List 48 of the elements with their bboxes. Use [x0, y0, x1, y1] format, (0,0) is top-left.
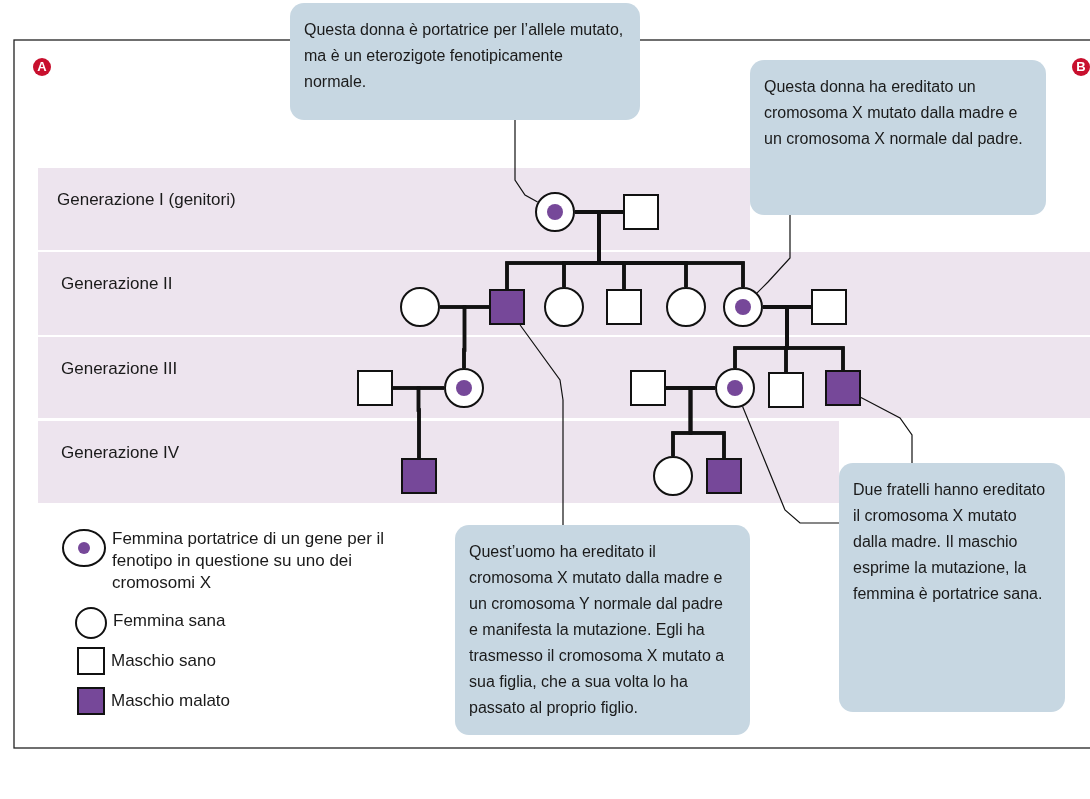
leader-line: [860, 396, 913, 464]
callout-box: [839, 463, 1065, 712]
dotted-circle-symbol: [723, 287, 763, 327]
square-symbol: [811, 289, 847, 325]
filled-square-symbol: [825, 370, 861, 406]
legend-text: Femmina portatrice di un gene per il fenotipo in questione su uno dei cromosomi X: [112, 528, 386, 594]
generation-band: [38, 252, 1090, 335]
circle-symbol: [653, 456, 693, 496]
generation-label: Generazione I (genitori): [57, 190, 236, 210]
square-symbol: [606, 289, 642, 325]
square-symbol: [357, 370, 393, 406]
panel-letter-badge: A: [33, 58, 51, 76]
circle-symbol: [544, 287, 584, 327]
filled-square-symbol: [706, 458, 742, 494]
circle-symbol: [400, 287, 440, 327]
leader-line: [514, 119, 539, 203]
leader-line: [519, 324, 564, 526]
callout-text: Quest’uomo ha ereditato il cromosoma X mutato dalla madre e un cromosoma Y normale dal padre e manifesta la mutazione. Egli ha trasmesso il cromosoma X mutato a sua figlia, che a sua volta lo ha passato al proprio figlio.: [469, 542, 726, 718]
filled-square-symbol: [401, 458, 437, 494]
legend-text: Femmina sana: [113, 610, 226, 632]
callout-box: [290, 3, 640, 120]
legend-text: Maschio sano: [111, 650, 216, 672]
dotted-circle-symbol: [444, 368, 484, 408]
descent-line: [416, 386, 444, 458]
callout-box: [750, 60, 1046, 215]
descent-line: [462, 305, 489, 368]
square-symbol: [768, 372, 804, 408]
dotted-circle-symbol: [535, 192, 575, 232]
filled-square-symbol: [489, 289, 525, 325]
callout-box: [455, 525, 750, 735]
circle-symbol: [666, 287, 706, 327]
legend-text: Maschio malato: [111, 690, 231, 712]
dotted-circle-symbol: [715, 368, 755, 408]
generation-label: Generazione II: [61, 274, 173, 294]
panel-letter-badge: B: [1072, 58, 1090, 76]
callout-text: Questa donna ha ereditato un cromosoma X mutato dalla madre e un cromosoma X normale dal padre.: [764, 77, 1024, 149]
generation-label: Generazione III: [61, 359, 178, 379]
leader-line: [742, 405, 840, 524]
descent-line: [688, 386, 726, 458]
generation-label: Generazione IV: [61, 443, 180, 463]
callout-text: Due fratelli hanno ereditato il cromosoma X mutato dalla madre. Il maschio esprime la mutazione, la femmina è portatrice sana.: [853, 480, 1047, 604]
generation-band: [38, 168, 750, 250]
square-symbol: [630, 370, 666, 406]
leader-line: [756, 214, 791, 294]
generation-band: [38, 337, 1090, 418]
callout-text: Questa donna è portatrice per l’allele mutato, ma è un eterozigote fenotipicamente normale.: [304, 20, 625, 92]
generation-band: [38, 421, 839, 503]
square-symbol: [623, 194, 659, 230]
